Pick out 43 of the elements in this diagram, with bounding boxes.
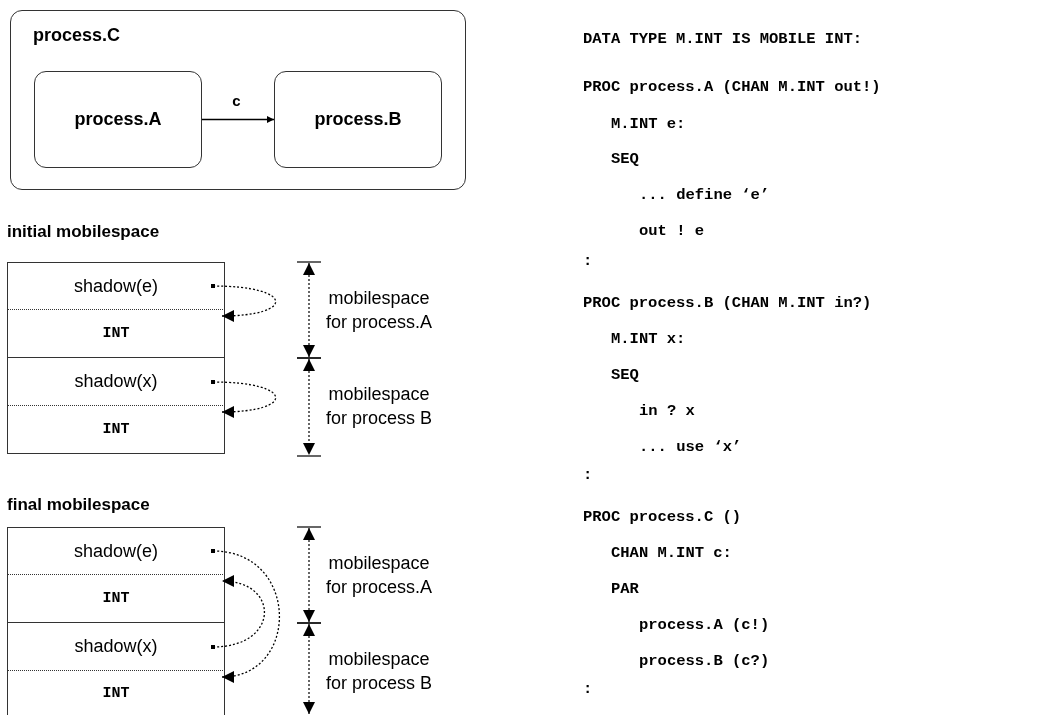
code-line: process.A (c!): [639, 616, 770, 634]
group-title: process.C: [33, 25, 121, 46]
memory-cell: shadow(e): [7, 262, 225, 310]
diagram-heading: final mobilespace: [7, 495, 150, 515]
code-line: :: [583, 466, 593, 484]
code-line: SEQ: [611, 150, 639, 168]
arrow: [201, 116, 275, 123]
code-line: out ! e: [639, 222, 705, 240]
code-line: PAR: [611, 580, 639, 598]
code-line: ... use ‘x’: [639, 438, 742, 456]
code-line: :: [583, 680, 593, 698]
code-line: M.INT x:: [611, 330, 686, 348]
memory-cell: INT: [7, 310, 225, 358]
code-line: process.B (c?): [639, 652, 770, 670]
memory-cell: shadow(x): [7, 623, 225, 671]
dimension-label: mobilespace for process B: [324, 648, 433, 695]
arrow: [211, 284, 277, 322]
dimension-label: mobilespace for process B: [324, 383, 433, 430]
edge-label: c: [232, 93, 241, 111]
diagram-heading: initial mobilespace: [7, 222, 160, 242]
container-box: [10, 10, 466, 190]
code-line: PROC process.B (CHAN M.INT in?): [583, 294, 872, 312]
code-line: CHAN M.INT c:: [611, 544, 732, 562]
dimension-label: mobilespace for process.A: [324, 552, 433, 599]
code-line: ... define ‘e’: [639, 186, 770, 204]
memory-cell: INT: [7, 406, 225, 454]
dimension-label: mobilespace for process.A: [324, 287, 433, 334]
arrow: [211, 576, 266, 649]
code-line: :: [583, 252, 593, 270]
memory-cell: shadow(e): [7, 527, 225, 575]
memory-cell: shadow(x): [7, 358, 225, 406]
arrow: [211, 380, 277, 418]
code-line: DATA TYPE M.INT IS MOBILE INT:: [583, 30, 863, 48]
code-line: PROC process.A (CHAN M.INT out!): [583, 78, 881, 96]
code-line: SEQ: [611, 366, 639, 384]
process-box: process.A: [34, 71, 202, 168]
process-box: process.B: [274, 71, 442, 168]
code-line: M.INT e:: [611, 115, 686, 133]
memory-cell: INT: [7, 575, 225, 623]
arrow: [211, 549, 281, 682]
memory-cell: INT: [7, 671, 225, 715]
code-line: in ? x: [639, 402, 695, 420]
code-line: PROC process.C (): [583, 508, 742, 526]
